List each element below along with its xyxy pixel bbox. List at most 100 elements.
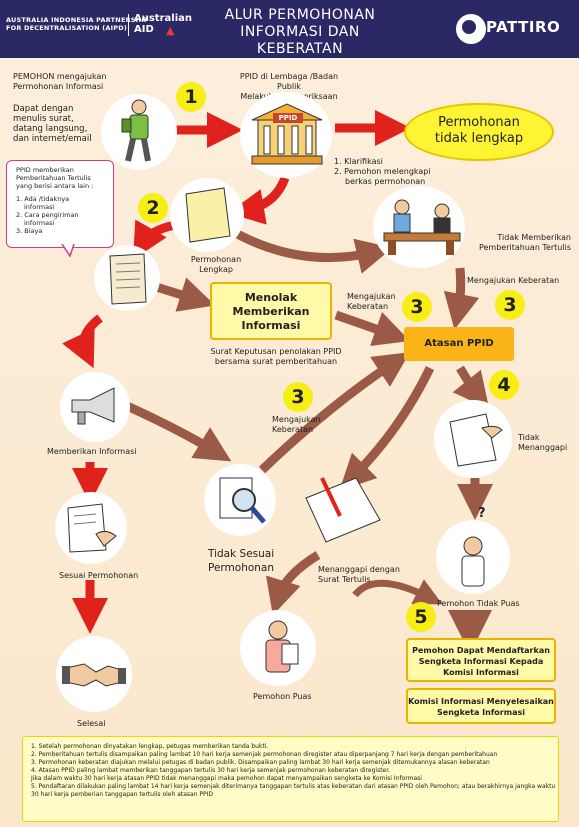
- tidak-menanggapi-line1: Tidak: [518, 433, 540, 442]
- tidak-lengkap-step1: 1. Klarifikasi: [334, 157, 383, 166]
- callout-box: PPID memberikan Pemberitahuan Tertulis y…: [6, 160, 114, 248]
- menolak-line1: Menolak: [244, 291, 298, 304]
- arrow-to-memberikan-informasi: [62, 314, 103, 369]
- note-4: 4. Atasan PPID paling lambat memberikan …: [31, 767, 391, 774]
- menanggapi-label: Menanggapi dengan Surat Tertulis: [318, 565, 400, 585]
- step-3-badge-low: 3: [283, 382, 313, 412]
- pemohon-methods: Dapat dengan menulis surat, datang langs…: [13, 104, 92, 144]
- mengajukan-keberatan-mid: Mengajukan Keberatan: [347, 292, 396, 312]
- tidak-memberikan-line1: Tidak Memberikan: [497, 233, 571, 242]
- australian-aid-line2: AID: [134, 24, 154, 35]
- arrow-lengkap-to-pemberitahuan: [133, 219, 176, 260]
- note-4b: Jika dalam waktu 30 hari kerja atasan PP…: [31, 775, 422, 782]
- callout-tail-icon: [61, 244, 75, 258]
- tidak-sesuai-label: Tidak Sesuai Permohonan: [208, 547, 274, 575]
- memberikan-informasi-label: Memberikan Informasi: [47, 447, 137, 456]
- lengkap-label-line1: Permohonan: [190, 255, 242, 264]
- pemohon-method-line2: menulis surat,: [13, 114, 74, 124]
- mengajukan-keberatan-low: Mengajukan Keberatan: [272, 415, 321, 435]
- ppid-label-line1: PPID di Lembaga /Badan Publik: [239, 72, 339, 91]
- aipd-line2: FOR DECENTRALISATION (AIPD): [6, 24, 127, 32]
- pattiro-seal-icon: [454, 12, 488, 46]
- page-title-line1: ALUR PERMOHONAN: [224, 7, 376, 23]
- pattiro-logo: PATTIRO: [486, 18, 561, 36]
- tidak-lengkap-line1: Permohonan: [438, 115, 520, 130]
- tidak-sesuai-line2: Permohonan: [208, 562, 275, 574]
- arrow-menanggapi-to-tidak-puas: [352, 579, 443, 605]
- lengkap-label-line2: Lengkap: [199, 265, 233, 274]
- menolak-sub: Surat Keputusan penolakan PPID bersama s…: [192, 347, 360, 367]
- lengkap-label: Permohonan Lengkap: [188, 255, 244, 275]
- arrow-atasan-to-tidak-menanggapi: [452, 365, 490, 410]
- callout-item1a: 1. Ada /tidaknya: [16, 195, 70, 203]
- aipd-label: AUSTRALIA INDONESIA PARTNERSHIP FOR DECE…: [6, 16, 149, 32]
- callout-item3: 3. Biaya: [16, 227, 43, 235]
- pemohon-method-line3: datang langsung,: [13, 124, 88, 134]
- arrow-atasan-to-menanggapi: [339, 366, 435, 491]
- handshake-icon: [62, 663, 126, 687]
- menolak-sub-line1: Surat Keputusan penolakan PPID: [210, 347, 342, 356]
- tidak-lengkap-step2b: berkas permohonan: [345, 177, 426, 186]
- tidak-lengkap-line2: tidak lengkap: [434, 131, 524, 146]
- selesai-label: Selesai: [77, 719, 106, 728]
- magnifier-document-icon: [219, 477, 266, 524]
- tidak-memberikan-label: Tidak Memberikan Pemberitahuan Tertulis: [471, 233, 571, 253]
- komisi-box-1: Pemohon Dapat Mendaftarkan Sengketa Info…: [406, 638, 556, 682]
- menanggapi-line2: Surat Tertulis: [318, 575, 371, 584]
- australian-aid-logo: Australian AID: [134, 13, 192, 35]
- header-banner: AUSTRALIA INDONESIA PARTNERSHIP FOR DECE…: [0, 0, 579, 58]
- komisi-box1-line2: Sengketa Informasi Kepada: [418, 657, 544, 666]
- step-1-badge: 1: [176, 82, 206, 112]
- tidak-menanggapi-line2: Menanggapi: [518, 443, 568, 452]
- confused-person-icon: [461, 536, 485, 587]
- ppid-building-sign: PPID: [273, 113, 303, 123]
- komisi-box2-line1: Komisi Informasi Menyelesaikan: [408, 697, 554, 706]
- mengajukan-mid-line1: Mengajukan: [347, 292, 396, 301]
- menolak-line3: Informasi: [241, 319, 301, 332]
- ppid-building-icon: [251, 103, 323, 165]
- arrow-menanggapi-to-puas: [266, 551, 321, 616]
- callout-item2a: 2. Cara pengiriman: [16, 211, 79, 219]
- pemohon-title: PEMOHON mengajukan Permohonan Informasi: [13, 72, 106, 92]
- page-title-line2: INFORMASI DAN KEBERATAN: [240, 24, 360, 57]
- mengajukan-low-line2: Keberatan: [272, 425, 314, 434]
- header-divider: [128, 14, 129, 36]
- pemohon-tidak-puas-label: Pemohon Tidak Puas: [437, 599, 520, 608]
- pemohon-method-line1: Dapat dengan: [13, 104, 74, 114]
- callout-line3: yang berisi antara lain :: [16, 182, 94, 190]
- note-5b: 30 hari kerja pemberian tanggapan tertul…: [31, 791, 214, 798]
- tidak-menanggapi-label: Tidak Menanggapi: [518, 433, 567, 453]
- note-3: 3. Permohonan keberatan diajukan melalui…: [31, 759, 490, 766]
- pemohon-method-line4: dan internet/email: [13, 134, 92, 144]
- komisi-box2-line2: Sengketa Informasi: [437, 708, 525, 717]
- sesuai-permohonan-label: Sesuai Permohonan: [59, 571, 139, 580]
- tidak-memberikan-line2: Pemberitahuan Tertulis: [478, 243, 571, 252]
- arrow-tidak-memberikan-to-atasan: [443, 267, 480, 330]
- pattiro-seal-center-icon: [462, 20, 476, 34]
- arrow-ppid-to-lengkap: [228, 176, 290, 225]
- tidak-sesuai-line1: Tidak Sesuai: [208, 548, 275, 560]
- question-mark: ?: [478, 506, 486, 521]
- letter-pen-icon: [305, 477, 381, 543]
- brown-arrows: [123, 226, 493, 654]
- komisi-box1-line1: Pemohon Dapat Mendaftarkan: [412, 646, 550, 655]
- callout-text: PPID memberikan Pemberitahuan Tertulis y…: [16, 166, 93, 235]
- mengajukan-mid-line2: Keberatan: [347, 302, 389, 311]
- pemohon-title-line2: Permohonan Informasi: [13, 82, 104, 91]
- note-1: 1. Setelah permohonan dinyatakan lengkap…: [31, 743, 269, 750]
- happy-person-icon: [265, 620, 299, 673]
- paper-hand-icon: [449, 413, 503, 467]
- signing-document-icon: [67, 503, 117, 553]
- notes-box: 1. Setelah permohonan dinyatakan lengkap…: [22, 736, 559, 822]
- office-meeting-icon: [383, 199, 461, 255]
- step-3-badge-right: 3: [495, 290, 525, 320]
- step-4-badge: 4: [489, 370, 519, 400]
- komisi-box-2: Komisi Informasi Menyelesaikan Sengketa …: [406, 688, 556, 724]
- mengajukan-keberatan-right: Mengajukan Keberatan: [467, 276, 560, 285]
- menolak-line2: Memberikan: [232, 305, 310, 318]
- pemohon-puas-label: Pemohon Puas: [253, 692, 312, 701]
- menanggapi-line1: Menanggapi dengan: [318, 565, 400, 574]
- red-arrows: [62, 110, 411, 634]
